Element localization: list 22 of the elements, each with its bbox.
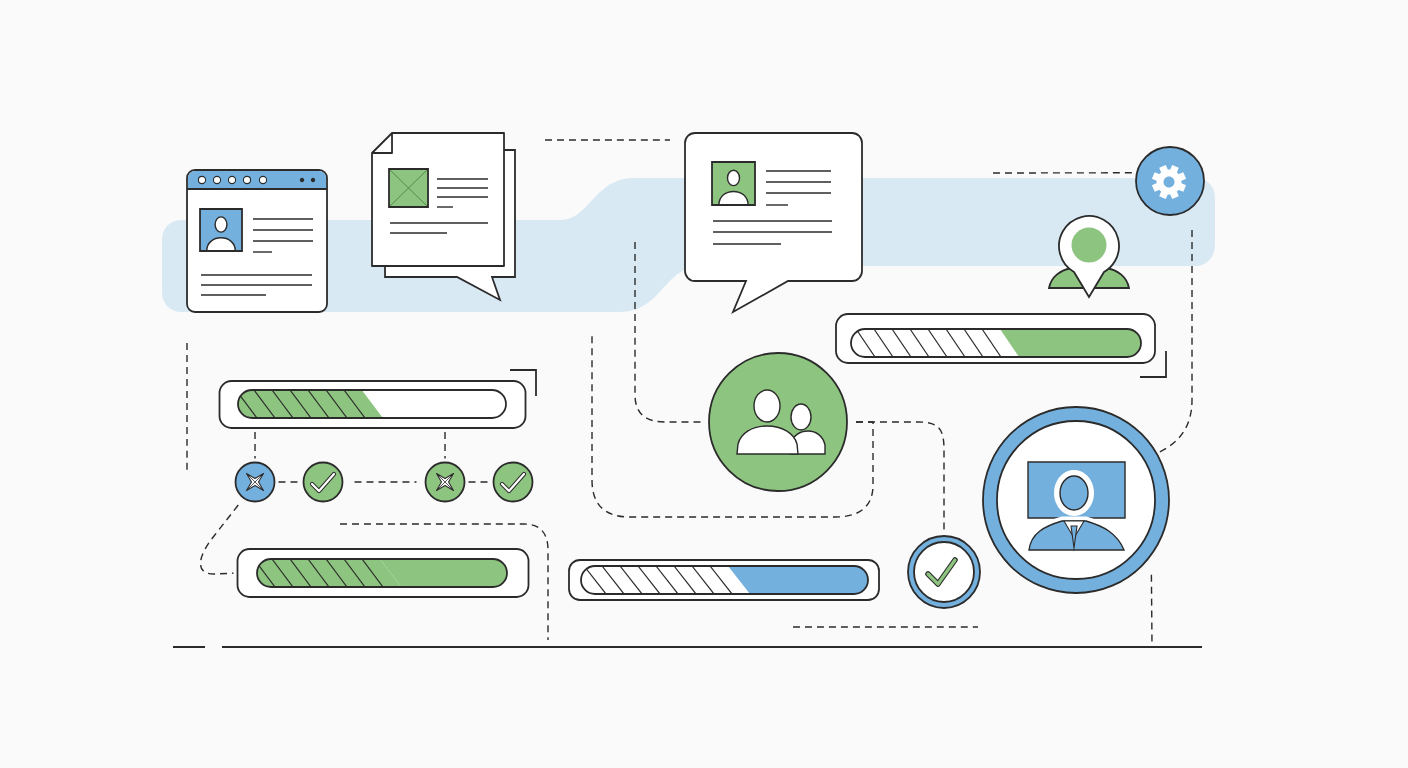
document-card <box>371 132 516 302</box>
status-badge <box>302 461 344 503</box>
status-badge <box>492 461 534 503</box>
status-badge <box>234 461 276 503</box>
connector <box>591 334 874 518</box>
connector <box>1158 229 1193 453</box>
group-avatar <box>708 352 848 492</box>
connector <box>254 431 256 460</box>
profile-badge <box>982 406 1170 594</box>
connector <box>634 241 702 423</box>
connector <box>444 431 446 460</box>
location-pin <box>1048 215 1130 298</box>
speech-bubble <box>684 132 863 313</box>
connector <box>199 504 239 575</box>
progress-bar <box>218 380 527 429</box>
progress-bar <box>835 313 1156 364</box>
connector <box>353 481 418 483</box>
progress-bar <box>236 548 530 598</box>
check-badge <box>907 535 981 609</box>
progress-bar <box>568 559 880 601</box>
status-badge <box>424 461 466 503</box>
gear-badge <box>1135 146 1205 216</box>
